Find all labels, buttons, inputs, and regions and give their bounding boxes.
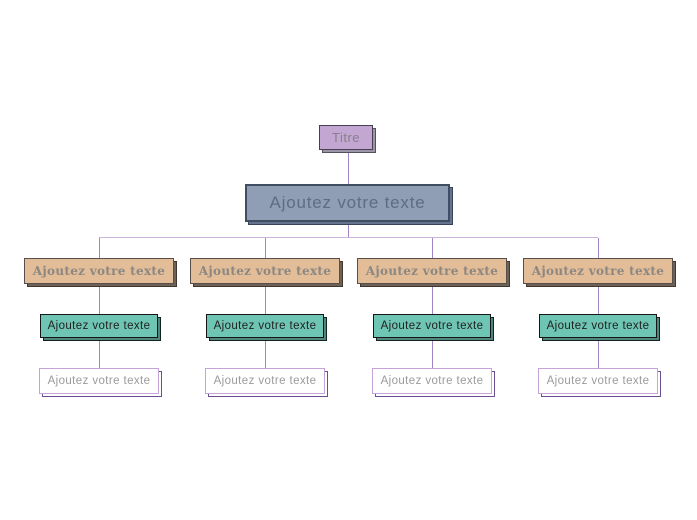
branch-1-level-2-node[interactable]: Ajoutez votre texte [40,314,158,338]
connector-manager-to-trunk [348,222,349,238]
branch-4-level-2-label: Ajoutez votre texte [546,320,650,332]
root-node[interactable]: Titre [319,125,373,150]
connector-branch-1-l1-l2 [99,284,100,314]
branch-4-level-2-node[interactable]: Ajoutez votre texte [539,314,657,338]
connector-branch-3-l1-l2 [432,284,433,314]
branch-1-level-2-label: Ajoutez votre texte [47,320,151,332]
root-node-label: Titre [331,130,361,145]
manager-node-label: Ajoutez votre texte [269,193,426,212]
connector-branch-2-l2-l3 [265,340,266,368]
branch-3-level-2-label: Ajoutez votre texte [380,320,484,332]
branch-2-level-2-label: Ajoutez votre texte [213,320,317,332]
connector-drop-branch-2 [265,238,266,258]
branch-4-level-1-node[interactable]: Ajoutez votre texte [523,258,673,284]
branch-2-level-3-node[interactable]: Ajoutez votre texte [205,368,325,394]
branch-1-level-3-label: Ajoutez votre texte [47,375,151,387]
branch-3-level-3-label: Ajoutez votre texte [380,375,484,387]
connector-branch-4-l2-l3 [598,340,599,368]
branch-3-level-1-label: Ajoutez votre texte [365,264,499,278]
connector-drop-branch-4 [598,238,599,258]
branch-2-level-1-label: Ajoutez votre texte [198,264,332,278]
branch-2-level-1-node[interactable]: Ajoutez votre texte [190,258,340,284]
branch-1-level-3-node[interactable]: Ajoutez votre texte [39,368,159,394]
branch-2-level-2-node[interactable]: Ajoutez votre texte [206,314,324,338]
branch-3-level-3-node[interactable]: Ajoutez votre texte [372,368,492,394]
connector-branch-2-l1-l2 [265,284,266,314]
branch-3-level-2-node[interactable]: Ajoutez votre texte [373,314,491,338]
manager-node[interactable]: Ajoutez votre texte [245,184,450,222]
branch-1-level-1-node[interactable]: Ajoutez votre texte [24,258,174,284]
connector-branch-3-l2-l3 [432,340,433,368]
branch-2-level-3-label: Ajoutez votre texte [213,375,317,387]
branch-1-level-1-label: Ajoutez votre texte [32,264,166,278]
connector-root-to-manager [348,150,349,184]
branch-3-level-1-node[interactable]: Ajoutez votre texte [357,258,507,284]
connector-trunk-line [99,237,598,238]
branch-4-level-3-label: Ajoutez votre texte [546,375,650,387]
branch-4-level-1-label: Ajoutez votre texte [531,264,665,278]
connector-drop-branch-3 [432,238,433,258]
connector-branch-1-l2-l3 [99,340,100,368]
branch-4-level-3-node[interactable]: Ajoutez votre texte [538,368,658,394]
connector-drop-branch-1 [99,238,100,258]
connector-branch-4-l1-l2 [598,284,599,314]
